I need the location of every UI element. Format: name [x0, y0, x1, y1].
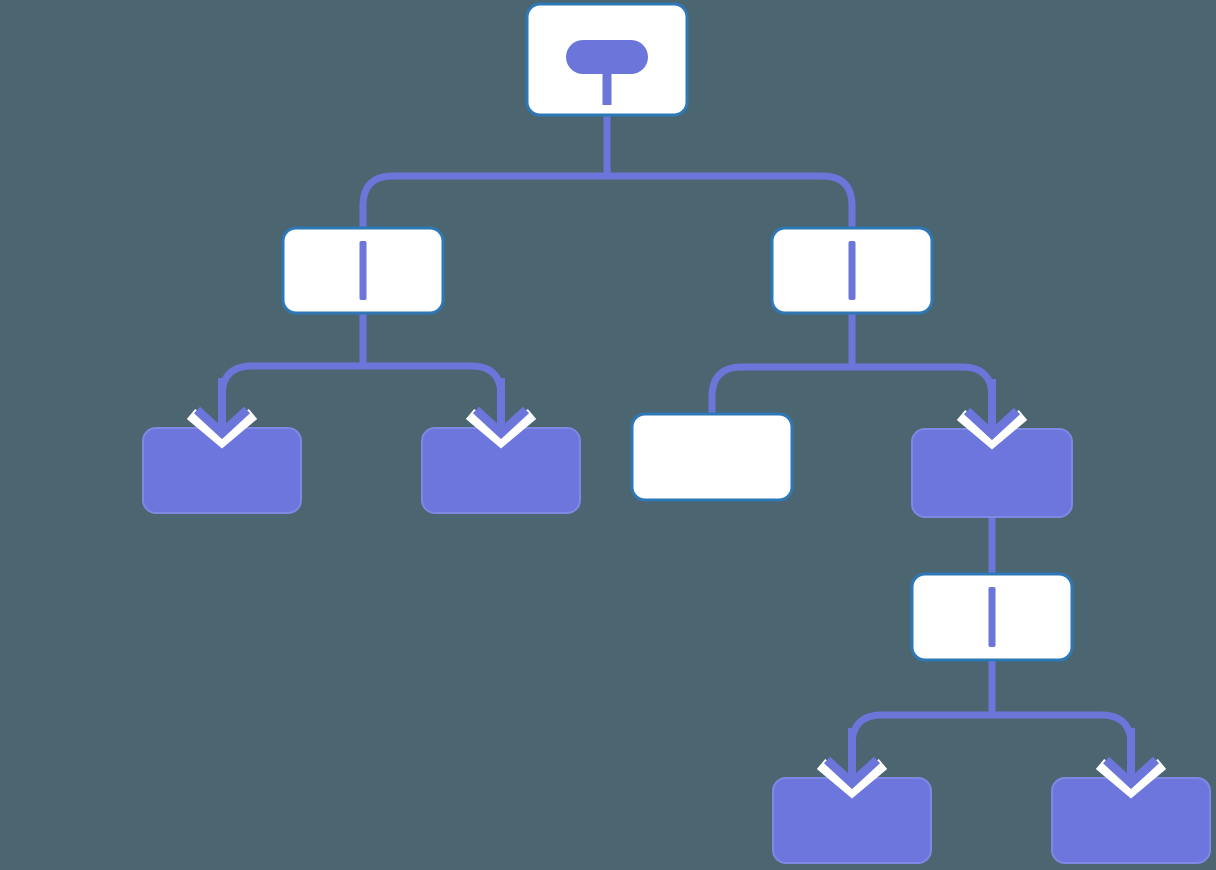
connector-branch-right-to-child-plain[interactable]: [708, 312, 856, 416]
connector-root-to-branch-left[interactable]: [359, 114, 611, 230]
arrow-head-chevron: [823, 756, 881, 790]
arrow-head-chevron: [193, 406, 251, 440]
junction-bar-icon: [359, 241, 367, 300]
root-pill-icon: [566, 40, 648, 74]
arrow-down-icon: [956, 379, 1028, 450]
branch-bottom-node[interactable]: [910, 572, 1074, 662]
arrow-halo-chevron: [465, 409, 537, 449]
connector-root-to-branch-right[interactable]: [603, 114, 856, 230]
arrow-down-icon: [186, 378, 258, 449]
arrow-down-icon: [465, 378, 537, 449]
branch-right-node[interactable]: [770, 226, 934, 315]
arrow-head-chevron: [963, 407, 1021, 441]
child-plain-node[interactable]: [630, 412, 794, 502]
root-node[interactable]: [525, 2, 689, 117]
arrow-halo-chevron: [816, 759, 888, 799]
arrow-down-icon: [1095, 728, 1167, 799]
junction-bar-icon: [848, 241, 856, 300]
root-stem-icon: [602, 72, 612, 105]
arrow-halo-chevron: [956, 410, 1028, 450]
arrow-head-chevron: [472, 406, 530, 440]
arrow-down-icon: [816, 728, 888, 799]
branch-left-node[interactable]: [281, 226, 445, 315]
junction-bar-icon: [988, 587, 996, 647]
arrow-halo-chevron: [1095, 759, 1167, 799]
arrow-head-chevron: [1102, 756, 1160, 790]
arrow-halo-chevron: [186, 409, 258, 449]
child-plain-node-body[interactable]: [630, 412, 794, 502]
